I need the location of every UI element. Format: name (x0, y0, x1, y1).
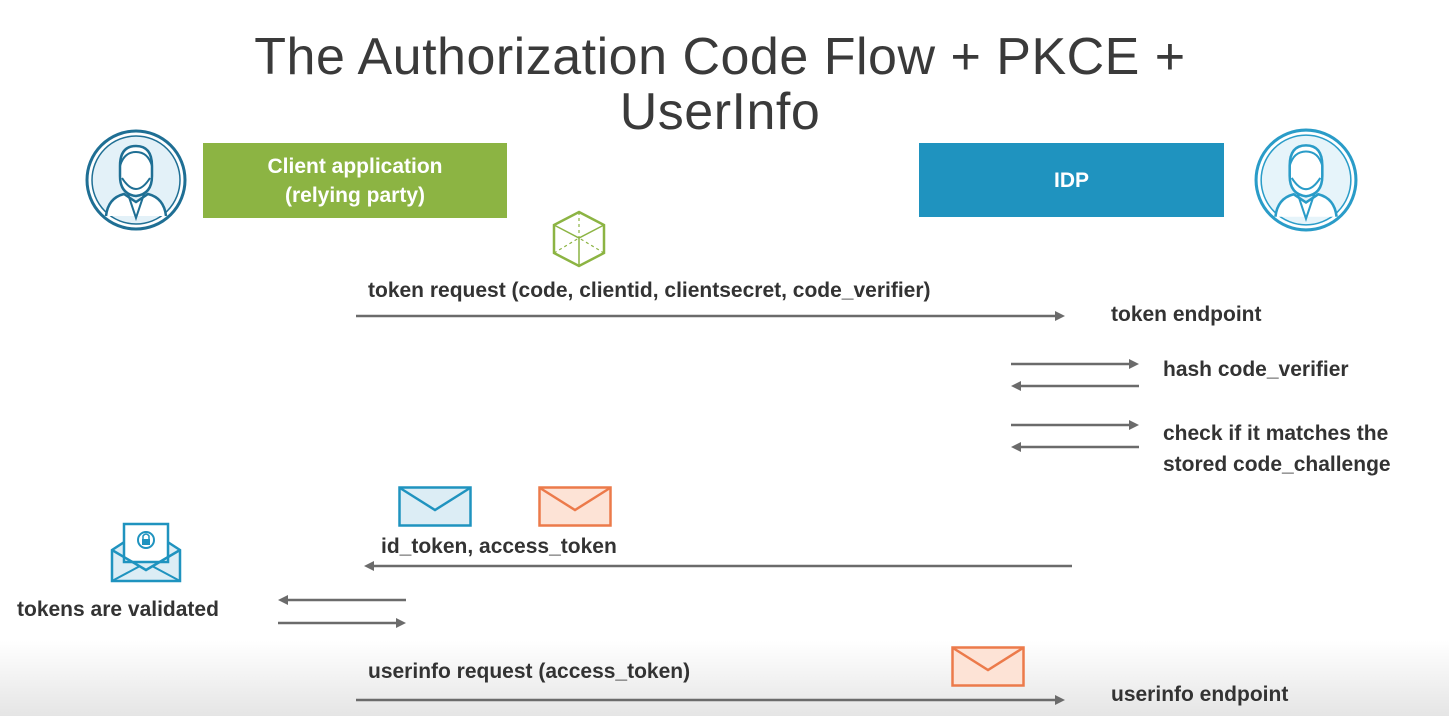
tokens-validated-arrows (278, 595, 406, 628)
client-label-line-2: (relying party) (284, 183, 425, 207)
bottom-shade (0, 640, 1449, 716)
check-step-arrows (1011, 420, 1139, 452)
slide-title: The Authorization Code Flow + PKCE + Use… (120, 30, 1320, 140)
tokens-returned-label: id_token, access_token (381, 535, 617, 558)
idp-box: IDP (919, 143, 1224, 217)
token-request-arrow (356, 311, 1065, 321)
id-token-envelope-icon (398, 486, 472, 527)
cube-icon (552, 210, 606, 268)
client-user-avatar-icon (85, 129, 187, 231)
token-endpoint-label: token endpoint (1111, 303, 1262, 326)
check-step-label: check if it matches the stored code_chal… (1163, 418, 1391, 480)
title-line-1: The Authorization Code Flow + PKCE + (254, 28, 1186, 86)
locked-envelope-icon (110, 522, 182, 583)
check-step-line-1: check if it matches the (1163, 422, 1389, 445)
title-line-2: UserInfo (619, 83, 821, 141)
userinfo-token-envelope-icon (951, 646, 1025, 687)
userinfo-endpoint-label: userinfo endpoint (1111, 683, 1289, 706)
userinfo-request-arrow (356, 695, 1065, 705)
tokens-validated-label: tokens are validated (17, 598, 219, 621)
token-request-label: token request (code, clientid, clientsec… (368, 279, 931, 302)
check-step-line-2: stored code_challenge (1163, 453, 1391, 476)
hash-step-arrows (1011, 359, 1139, 391)
idp-user-avatar-icon (1254, 128, 1358, 232)
userinfo-request-label: userinfo request (access_token) (368, 660, 691, 683)
idp-label: IDP (1053, 168, 1089, 192)
hash-step-label: hash code_verifier (1163, 358, 1349, 381)
access-token-envelope-icon (538, 486, 612, 527)
client-application-box: Client application (relying party) (203, 143, 507, 218)
tokens-returned-arrow (364, 561, 1072, 571)
client-label-line-1: Client application (267, 154, 443, 178)
